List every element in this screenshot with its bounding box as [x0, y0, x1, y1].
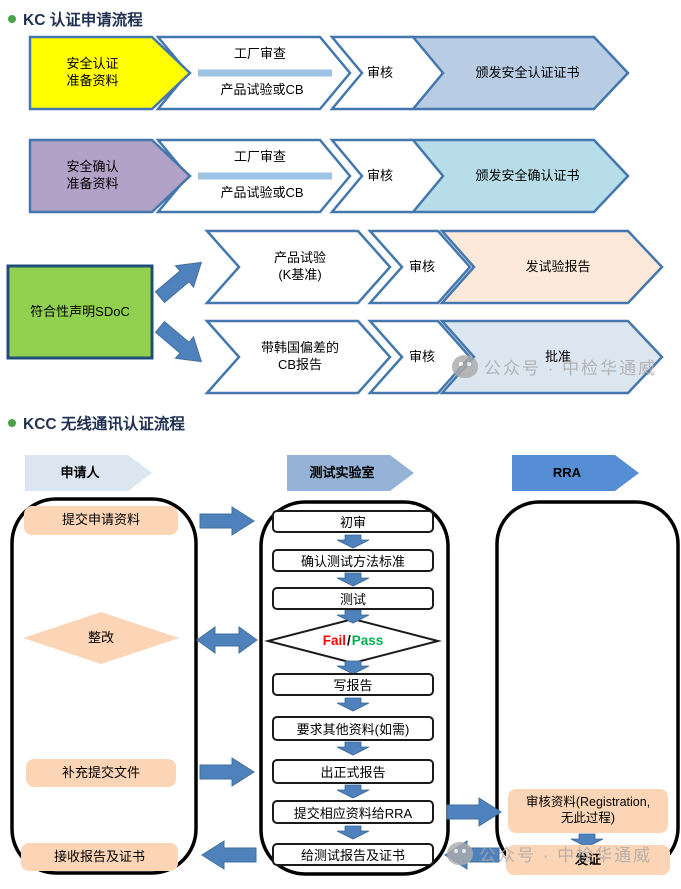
lab-confirm-method-box: 确认测试方法标准 — [272, 549, 434, 572]
kcc-header-lab-arrow — [287, 455, 414, 491]
bullet-icon — [8, 15, 16, 23]
kc-row1-factory-label: 工厂审查 — [233, 45, 286, 61]
lab-test-box: 测试 — [272, 587, 434, 610]
kc-row3-review-label: 审核 — [408, 258, 435, 274]
kcc-header-rra-arrow — [512, 455, 639, 491]
kc-section-title: KC 认证申请流程 — [8, 8, 143, 30]
kcc-failpass-diamond — [264, 617, 442, 665]
kc-sdoc-arrow-down-icon — [150, 315, 211, 373]
kc-row2-start-label: 安全确认 准备资料 — [66, 159, 119, 191]
watermark-text: 公众号 · 中检华通威 — [479, 846, 653, 865]
kc-row1-product-label: 产品试验或CB — [220, 81, 304, 97]
lab-to-rra-arrow-icon — [446, 797, 502, 827]
applicant-submit-box: 提交申请资料 — [24, 506, 178, 535]
kc-row4-review-chevron — [367, 319, 472, 395]
applicant-lab-double-arrow-icon — [196, 626, 258, 654]
applicant-receive-box: 接收报告及证书 — [21, 843, 178, 871]
kc-row1-start-pentagon — [28, 35, 192, 111]
fail-label: Fail — [322, 633, 346, 649]
kc-row1-start-label: 安全认证 准备资料 — [66, 56, 119, 88]
kc-title-text: KC 认证申请流程 — [23, 12, 143, 29]
kc-row2-product-label: 产品试验或CB — [220, 184, 304, 200]
kc-row3-review-chevron — [367, 229, 472, 305]
slash-label: / — [346, 633, 351, 649]
lab-deliver-box: 给测试报告及证书 — [272, 843, 434, 866]
kc-sdoc-box — [6, 264, 154, 360]
kcc-section-title: KCC 无线通讯认证流程 — [8, 412, 185, 434]
kcc-header-applicant-arrow — [25, 455, 152, 491]
applicant-to-lab-arrow-1-icon — [199, 506, 255, 536]
watermark-bottom: 公众号 · 中检华通威 — [447, 841, 652, 866]
kcc-rectify-diamond — [23, 612, 179, 664]
kc-row4-step-label: 带韩国偏差的 CB报告 — [260, 340, 339, 372]
kc-row1-result-label: 颁发安全认证证书 — [475, 64, 580, 80]
kcc-title-text: KCC 无线通讯认证流程 — [23, 416, 185, 433]
wechat-icon — [447, 842, 473, 865]
kc-row2-result-label: 颁发安全确认证书 — [475, 167, 580, 183]
kc-row2-review-chevron — [329, 138, 445, 214]
lab-formal-report-box: 出正式报告 — [272, 759, 434, 784]
kc-row3-step-chevron — [204, 229, 392, 305]
kc-sdoc-arrow-up-icon — [150, 251, 211, 309]
kc-row2-review-label: 审核 — [366, 167, 393, 183]
kc-row4-review-label: 审核 — [408, 348, 435, 364]
lab-initial-review-box: 初审 — [272, 510, 434, 533]
kcc-header-applicant-label: 申请人 — [60, 464, 100, 480]
bullet-icon — [8, 419, 16, 427]
watermark-text: 公众号 · 中检华通威 — [484, 359, 658, 378]
kcc-header-rra-label: RRA — [552, 464, 582, 480]
watermark-top: 公众号 · 中检华通威 — [452, 354, 657, 379]
lab-to-applicant-arrow-icon — [201, 840, 257, 870]
kc-sdoc-label: 符合性声明SDoC — [30, 303, 130, 319]
wechat-icon — [452, 355, 478, 378]
rra-review-box: 审核资料(Registration, 无此过程) — [508, 789, 668, 833]
lab-submit-to-rra-box: 提交相应资料给RRA — [272, 800, 434, 824]
kc-row4-result-label: 批准 — [544, 348, 571, 364]
kcc-applicant-container — [10, 497, 198, 875]
lab-request-info-box: 要求其他资料(如需) — [272, 716, 434, 741]
applicant-to-lab-arrow-2-icon — [199, 757, 255, 787]
kc-row2-start-pentagon — [28, 138, 192, 214]
lab-write-report-box: 写报告 — [272, 673, 434, 696]
lab-failpass-label: Fail / Pass — [283, 630, 423, 652]
kc-row4-step-chevron — [204, 319, 392, 395]
kc-row3-step-label: 产品试验 (K基准) — [273, 250, 326, 282]
applicant-supplement-box: 补充提交文件 — [26, 759, 176, 787]
kc-row2-factory-label: 工厂审查 — [233, 148, 286, 164]
pass-label: Pass — [351, 633, 384, 649]
kc-row3-result-label: 发试验报告 — [525, 258, 591, 274]
kcc-header-lab-label: 测试实验室 — [309, 464, 375, 480]
kc-row4-result-arrow — [439, 319, 664, 395]
kc-row1-review-chevron — [329, 35, 445, 111]
kc-row1-review-label: 审核 — [366, 64, 393, 80]
applicant-rectify-label: 整改 — [87, 629, 114, 645]
kc-row3-result-arrow — [439, 229, 664, 305]
rra-issue-box: 发证 — [506, 845, 670, 875]
